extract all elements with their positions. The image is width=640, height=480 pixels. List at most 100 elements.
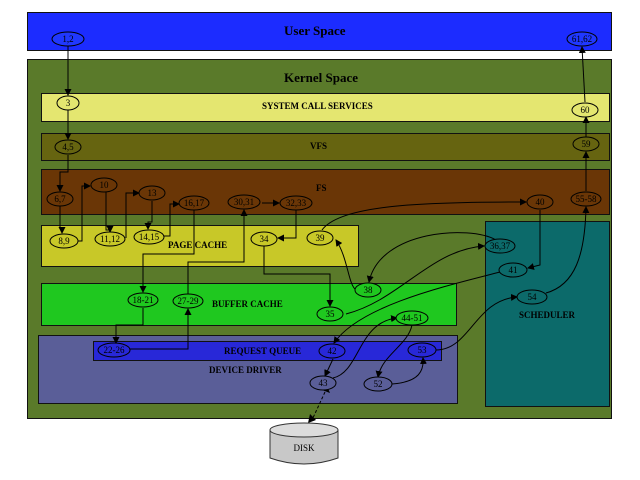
svg-text:4,5: 4,5 bbox=[62, 142, 74, 152]
svg-text:6,7: 6,7 bbox=[54, 194, 66, 204]
node-38: 38 bbox=[354, 282, 382, 298]
edge-13-14 bbox=[144, 201, 153, 230]
svg-text:60: 60 bbox=[581, 105, 591, 115]
request-queue-layer: REQUEST QUEUE bbox=[93, 341, 442, 361]
svg-text:40: 40 bbox=[536, 197, 546, 207]
node-34: 34 bbox=[250, 231, 278, 247]
node-11-12: 11,12 bbox=[94, 231, 126, 247]
edges bbox=[56, 46, 590, 423]
system-call-services-label: SYSTEM CALL SERVICES bbox=[262, 101, 373, 111]
edge-42-43 bbox=[324, 358, 334, 377]
svg-text:35: 35 bbox=[326, 309, 336, 319]
svg-text:43: 43 bbox=[319, 378, 329, 388]
node-59: 59 bbox=[572, 136, 600, 152]
edge-11-13 bbox=[125, 189, 140, 238]
edge-43-disk bbox=[311, 391, 326, 421]
system-call-services-layer: SYSTEM CALL SERVICES bbox=[41, 93, 610, 122]
svg-text:1,2: 1,2 bbox=[62, 34, 73, 44]
node-13: 13 bbox=[138, 185, 166, 201]
svg-text:38: 38 bbox=[364, 285, 374, 295]
node-16-17: 16,17 bbox=[178, 195, 210, 211]
node-10: 10 bbox=[90, 177, 118, 193]
edge-6-8 bbox=[58, 206, 66, 234]
request-queue-label: REQUEST QUEUE bbox=[224, 346, 302, 356]
svg-text:22-26: 22-26 bbox=[104, 345, 125, 355]
svg-text:34: 34 bbox=[260, 234, 270, 244]
node-22-26: 22-26 bbox=[97, 342, 131, 358]
node-1-2: 1,2 bbox=[51, 31, 85, 47]
svg-text:27-29: 27-29 bbox=[178, 296, 199, 306]
node-42: 42 bbox=[318, 343, 346, 359]
edge-41-42 bbox=[333, 271, 501, 344]
disk-label: DISK bbox=[293, 443, 315, 453]
disk-cylinder-top bbox=[269, 422, 339, 438]
edge-36-38 bbox=[366, 232, 497, 283]
edge-16-18 bbox=[139, 210, 195, 293]
edge-40-41 bbox=[527, 210, 541, 270]
disk-node: DISK bbox=[269, 422, 339, 465]
svg-text:16,17: 16,17 bbox=[184, 198, 205, 208]
node-53: 53 bbox=[407, 342, 437, 358]
edge-32-34 bbox=[277, 210, 297, 242]
edge-35-36 bbox=[345, 242, 485, 315]
user-space-label: User Space bbox=[284, 23, 346, 38]
edge-60-61 bbox=[578, 46, 586, 103]
edge-39-40 bbox=[321, 198, 527, 231]
page-cache-label: PAGE CACHE bbox=[168, 240, 228, 250]
edge-4-6 bbox=[56, 155, 69, 192]
fs-label: FS bbox=[316, 183, 327, 193]
svg-text:30,31: 30,31 bbox=[234, 197, 254, 207]
svg-text:53: 53 bbox=[418, 345, 428, 355]
scheduler-label: SCHEDULER bbox=[519, 310, 576, 320]
svg-text:32,33: 32,33 bbox=[286, 198, 307, 208]
node-43: 43 bbox=[309, 375, 337, 391]
node-18-21: 18-21 bbox=[127, 292, 159, 308]
node-41: 41 bbox=[498, 262, 528, 278]
edge-8-10 bbox=[78, 182, 91, 242]
node-40: 40 bbox=[526, 194, 554, 210]
device-driver-label: DEVICE DRIVER bbox=[209, 365, 282, 375]
node-27-29: 27-29 bbox=[172, 293, 204, 309]
edge-43-disk-arrowhead-bottom bbox=[308, 414, 316, 423]
node-4-5: 4,5 bbox=[54, 139, 82, 155]
edge-18-22 bbox=[112, 308, 144, 344]
svg-text:14,15: 14,15 bbox=[139, 232, 160, 242]
node-55-58: 55-58 bbox=[570, 191, 602, 207]
disk-cylinder-body bbox=[269, 430, 339, 465]
svg-text:55-58: 55-58 bbox=[576, 194, 597, 204]
node-8-9: 8,9 bbox=[49, 233, 79, 249]
edge-44-52 bbox=[375, 324, 413, 378]
user-space-region: User Space bbox=[27, 12, 612, 51]
node-60: 60 bbox=[571, 102, 599, 118]
edge-43-44 bbox=[332, 315, 398, 379]
edge-14-16 bbox=[164, 200, 180, 237]
svg-text:39: 39 bbox=[316, 233, 326, 243]
edge-38-39 bbox=[335, 239, 357, 291]
buffer-cache-layer: BUFFER CACHE bbox=[41, 283, 457, 326]
node-30-31: 30,31 bbox=[227, 194, 261, 210]
svg-text:10: 10 bbox=[100, 180, 110, 190]
edge-54-55 bbox=[545, 206, 590, 294]
edge-52-53 bbox=[391, 357, 427, 385]
edge-22-27 bbox=[130, 308, 192, 350]
vfs-label: VFS bbox=[310, 141, 328, 151]
page-cache-layer: PAGE CACHE bbox=[41, 225, 359, 267]
node-32-33: 32,33 bbox=[279, 195, 313, 211]
svg-text:8,9: 8,9 bbox=[58, 236, 70, 246]
vfs-layer: VFS bbox=[41, 133, 610, 161]
node-36-37: 36,37 bbox=[484, 238, 516, 254]
buffer-cache-label: BUFFER CACHE bbox=[212, 299, 283, 309]
svg-text:42: 42 bbox=[328, 346, 337, 356]
svg-text:44-51: 44-51 bbox=[402, 313, 423, 323]
node-6-7: 6,7 bbox=[46, 191, 74, 207]
edge-27-30 bbox=[187, 209, 248, 294]
node-54: 54 bbox=[516, 289, 548, 305]
svg-text:18-21: 18-21 bbox=[133, 295, 154, 305]
edge-34-35 bbox=[263, 246, 334, 307]
svg-text:59: 59 bbox=[582, 139, 592, 149]
svg-text:41: 41 bbox=[509, 265, 518, 275]
svg-text:13: 13 bbox=[148, 188, 158, 198]
node-14-15: 14,15 bbox=[133, 229, 165, 245]
node-61-62: 61,62 bbox=[566, 31, 598, 47]
kernel-space-label: Kernel Space bbox=[284, 70, 359, 85]
